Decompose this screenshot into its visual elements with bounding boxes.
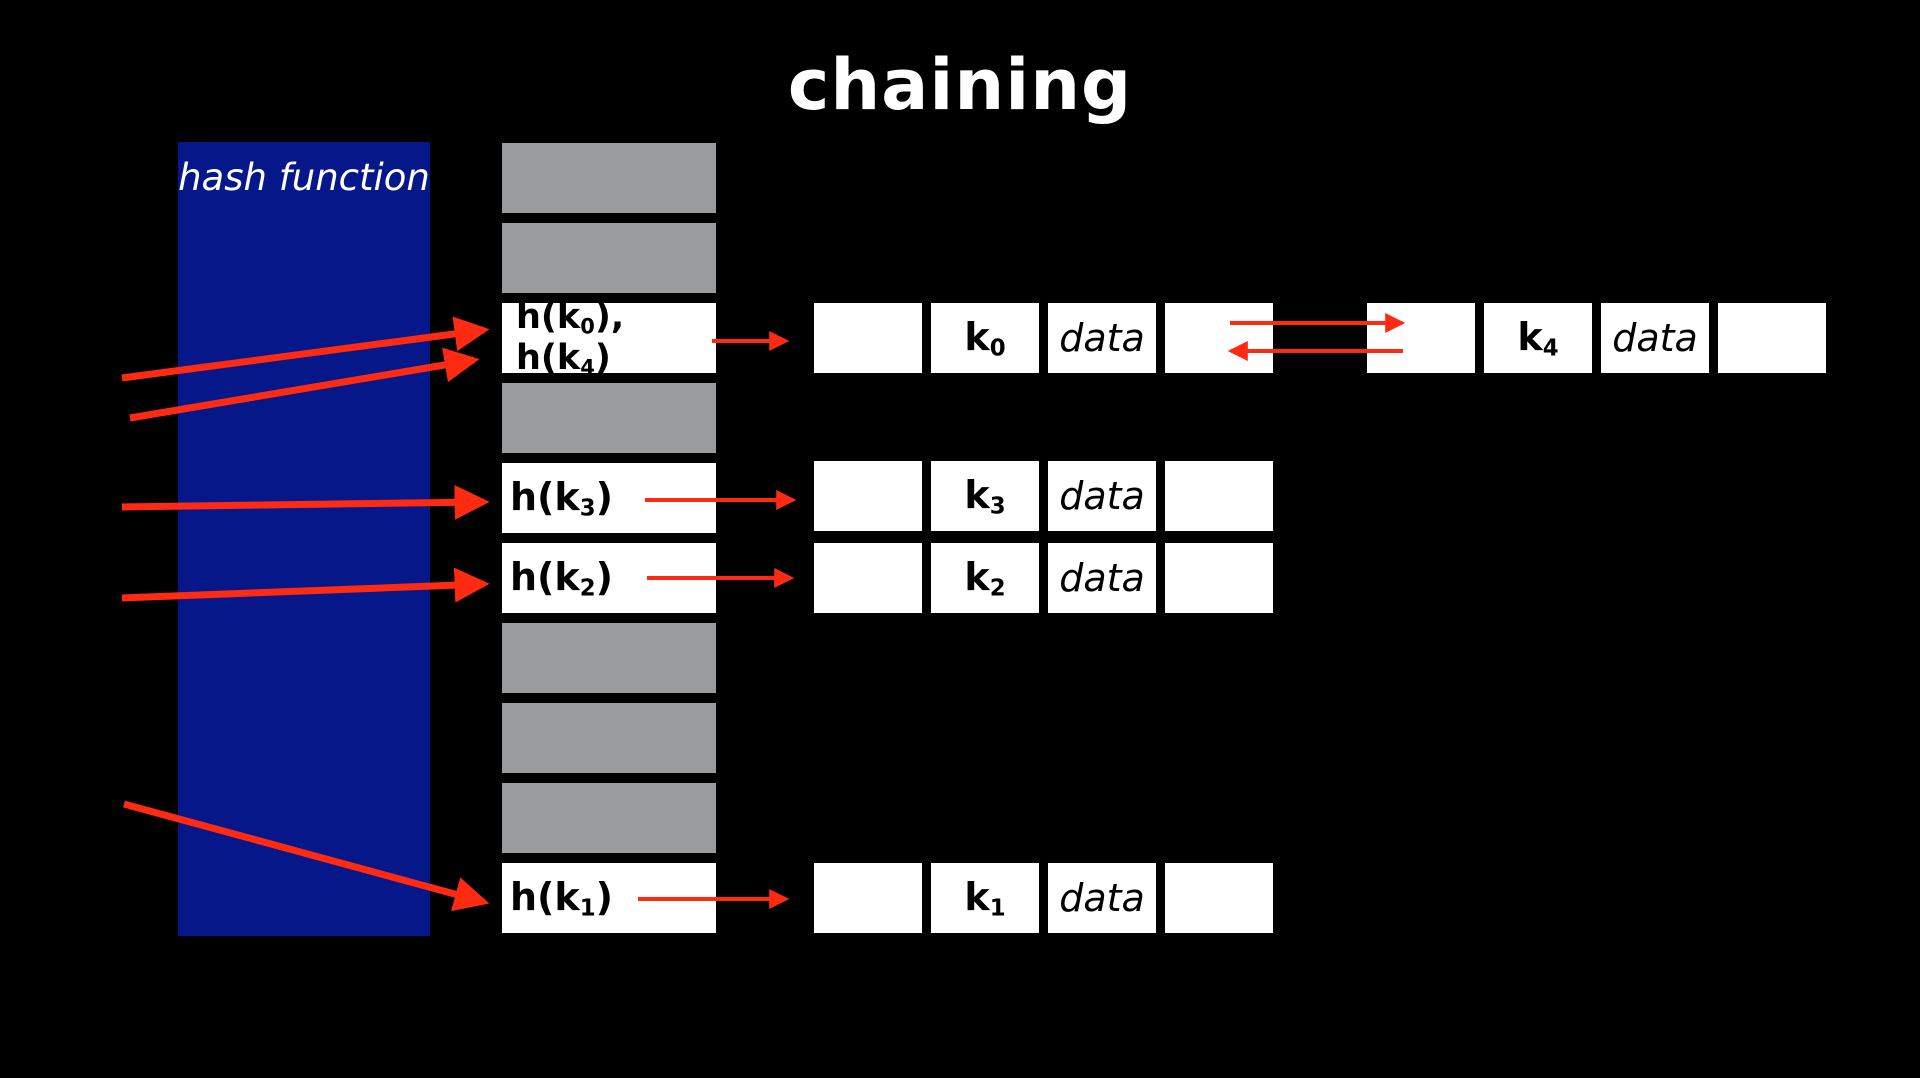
slot-label: h(k0), h(k4) [516,296,625,380]
node-next-pointer [1165,863,1273,933]
table-slot-empty [502,143,716,213]
table-slot-empty [502,223,716,293]
node-key-k3: k3 [931,461,1039,531]
table-slot-empty [502,383,716,453]
node-prev-pointer [1367,303,1475,373]
node-key-k4: k4 [1484,303,1592,373]
node-prev-pointer [814,461,922,531]
diagram-title: chaining [787,44,1133,126]
hash-function-label: hash function [178,156,430,199]
node-prev-pointer [814,303,922,373]
slot-label: h(k3) [510,474,613,522]
node-key-k2: k2 [931,543,1039,613]
node-data: data [1048,303,1156,373]
hash-arrow-k1 [123,800,490,912]
node-next-pointer [1165,543,1273,613]
node-data: data [1048,543,1156,613]
table-slot-k0-k4: h(k0), h(k4) [502,297,716,379]
node-key-k1: k1 [931,863,1039,933]
node-next-pointer [1718,303,1826,373]
node-data: data [1048,461,1156,531]
table-slot-empty [502,623,716,693]
hash-arrow-k0 [121,316,490,382]
hash-function-panel: hash function [178,142,430,936]
slot-label: h(k2) [510,554,613,602]
node-next-pointer [1165,461,1273,531]
node-data: data [1601,303,1709,373]
node-prev-pointer [814,863,922,933]
hash-arrow-k4 [129,347,480,422]
hash-arrow-k3 [121,484,490,520]
node-data: data [1048,863,1156,933]
table-slot-empty [502,783,716,853]
hash-arrow-k2 [121,567,490,603]
node-key-k0: k0 [931,303,1039,373]
node-next-pointer [1165,303,1273,373]
slot-label: h(k1) [510,874,613,922]
node-prev-pointer [814,543,922,613]
table-slot-empty [502,703,716,773]
